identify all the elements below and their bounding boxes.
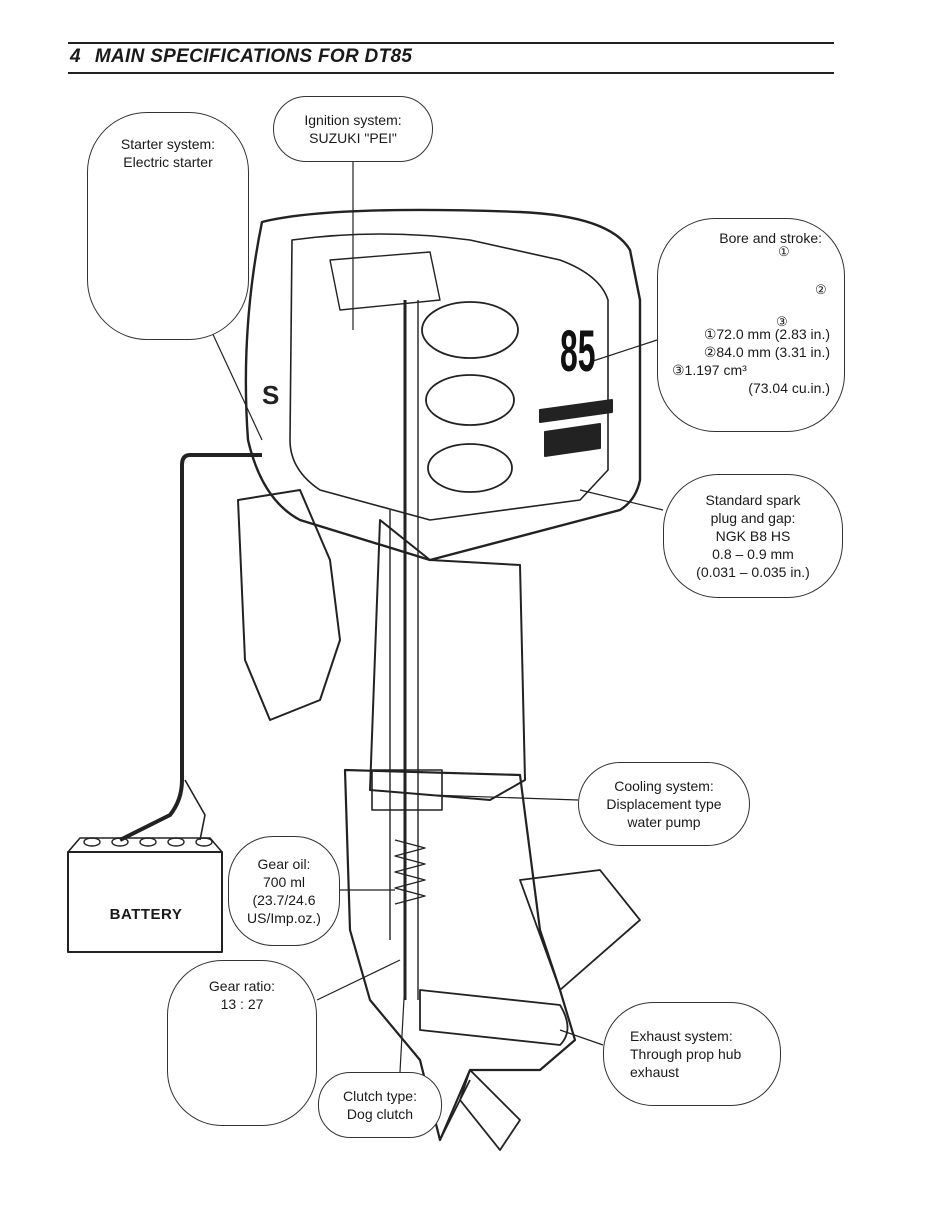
prop-hub <box>419 989 569 1046</box>
callout-text: Starter system: <box>120 136 216 152</box>
callout-text: (73.04 cu.in.) <box>748 380 830 396</box>
callout-cooling: Cooling system: Displacement type water … <box>578 762 750 846</box>
callout-ignition: Ignition system: SUZUKI "PEI" <box>273 96 433 162</box>
midsection <box>369 519 526 801</box>
battery-case <box>67 851 223 953</box>
callout-text: (23.7/24.6 <box>252 892 316 908</box>
bore-marker-2: ② <box>815 282 827 297</box>
callout-text: ③1.197 cm³ <box>672 362 747 378</box>
callout-text: plug and gap: <box>710 510 796 526</box>
callout-starter: Starter system: Electric starter <box>87 112 249 340</box>
cowling-stripe-2 <box>544 423 601 457</box>
propeller-blade-top <box>519 869 641 991</box>
engine-block <box>289 233 609 521</box>
callout-text: Exhaust system: <box>630 1028 733 1044</box>
callout-bore-stroke: Bore and stroke: ①72.0 mm (2.83 in.) ②84… <box>657 218 845 432</box>
callout-text: Gear ratio: <box>208 978 276 994</box>
suzuki-logo-letter: S <box>262 380 280 410</box>
callout-text: Cooling system: <box>614 778 714 794</box>
clamp-bracket <box>237 489 341 721</box>
lower-unit <box>343 768 577 1142</box>
cylinder-1 <box>421 301 519 359</box>
callout-text: 700 ml <box>262 874 306 890</box>
callout-text: ①72.0 mm (2.83 in.) <box>703 326 830 342</box>
callout-text: SUZUKI "PEI" <box>309 130 397 146</box>
battery-terminals <box>83 837 213 847</box>
propeller-blade-bottom <box>459 1069 521 1151</box>
callout-text: 0.8 – 0.9 mm <box>712 546 794 562</box>
page-title: 4 MAIN SPECIFICATIONS FOR DT85 <box>70 46 412 68</box>
callout-text: Electric starter <box>123 154 213 170</box>
bore-marker-1: ① <box>778 244 790 259</box>
engine-model-number: 85 <box>560 319 596 384</box>
callout-text: Displacement type <box>606 796 722 812</box>
callout-text: Ignition system: <box>304 112 402 128</box>
callout-text: water pump <box>627 814 701 830</box>
leader-lines <box>196 162 664 1073</box>
bore-marker-3: ③ <box>776 314 788 329</box>
water-pump <box>371 769 443 811</box>
callout-text: Gear oil: <box>257 856 311 872</box>
callout-text: US/Imp.oz.) <box>247 910 321 926</box>
callout-text: Standard spark <box>705 492 801 508</box>
callout-clutch: Clutch type: Dog clutch <box>318 1072 442 1138</box>
engine-cowling <box>244 208 642 562</box>
callout-text: Clutch type: <box>343 1088 417 1104</box>
callout-text: Through prop hub <box>630 1046 742 1062</box>
battery-label: BATTERY <box>109 906 183 923</box>
battery-cable <box>119 453 262 842</box>
section-number: 4 <box>70 46 81 67</box>
cylinder-2 <box>425 374 515 426</box>
callout-text: Dog clutch <box>346 1106 414 1122</box>
callout-text: (0.031 – 0.035 in.) <box>696 564 810 580</box>
cylinder-3 <box>427 443 513 493</box>
title-underline <box>68 72 834 74</box>
top-rule <box>68 42 834 44</box>
callout-exhaust: Exhaust system: Through prop hub exhaust <box>603 1002 781 1106</box>
callout-text: exhaust <box>630 1064 680 1080</box>
callout-spark-plug: Standard spark plug and gap: NGK B8 HS 0… <box>663 474 843 598</box>
callout-gear-oil: Gear oil: 700 ml (23.7/24.6 US/Imp.oz.) <box>228 836 340 946</box>
cowling-stripe-1 <box>539 399 613 423</box>
callout-text: NGK B8 HS <box>715 528 791 544</box>
callout-gear-ratio: Gear ratio: 13 : 27 <box>167 960 317 1126</box>
callout-text: ②84.0 mm (3.31 in.) <box>703 344 830 360</box>
section-title: MAIN SPECIFICATIONS FOR DT85 <box>94 46 413 67</box>
callout-text: 13 : 27 <box>220 996 264 1012</box>
flywheel <box>329 251 441 311</box>
oil-spring <box>394 839 426 905</box>
callout-heading: Bore and stroke: <box>719 230 822 246</box>
